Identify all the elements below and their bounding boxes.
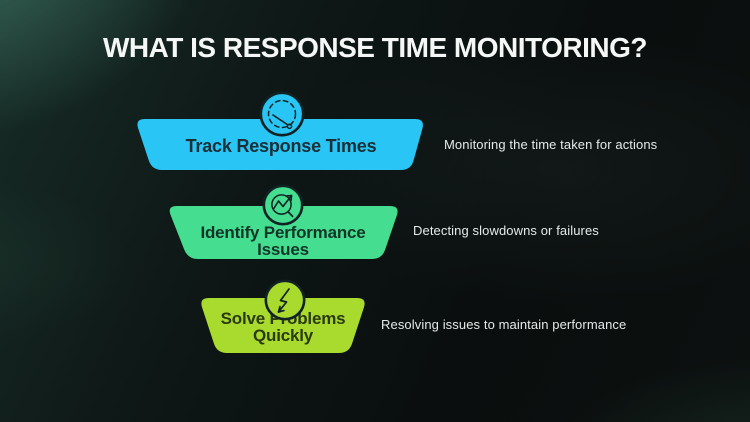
funnel-step-1-description: Monitoring the time taken for actions — [444, 137, 658, 152]
funnel-step-3-shape — [201, 298, 365, 353]
step-label-line: Track Response Times — [185, 136, 377, 156]
icon-circle — [259, 91, 305, 137]
funnel-step-3-description: Resolving issues to maintain performance — [381, 317, 627, 332]
step-label-line: Quickly — [252, 326, 314, 345]
funnel-step-2-shape — [169, 206, 398, 259]
step-label-line: Issues — [257, 240, 309, 259]
lightning-bolt-icon — [264, 279, 306, 321]
funnel-step-2-description: Detecting slowdowns or failures — [413, 223, 599, 238]
icon-circle — [264, 279, 306, 321]
speedometer-icon — [259, 91, 305, 137]
chart-magnifier-icon — [262, 184, 304, 226]
page-title: WHAT IS RESPONSE TIME MONITORING? — [102, 32, 648, 63]
funnel-step-2-label: Identify Performance Issues — [163, 224, 403, 258]
funnel-step-1-shape — [137, 119, 423, 170]
funnel-step-1-label: Track Response Times — [140, 135, 422, 157]
step-label-line: Identify Performance — [200, 223, 366, 242]
icon-circle — [262, 184, 304, 226]
